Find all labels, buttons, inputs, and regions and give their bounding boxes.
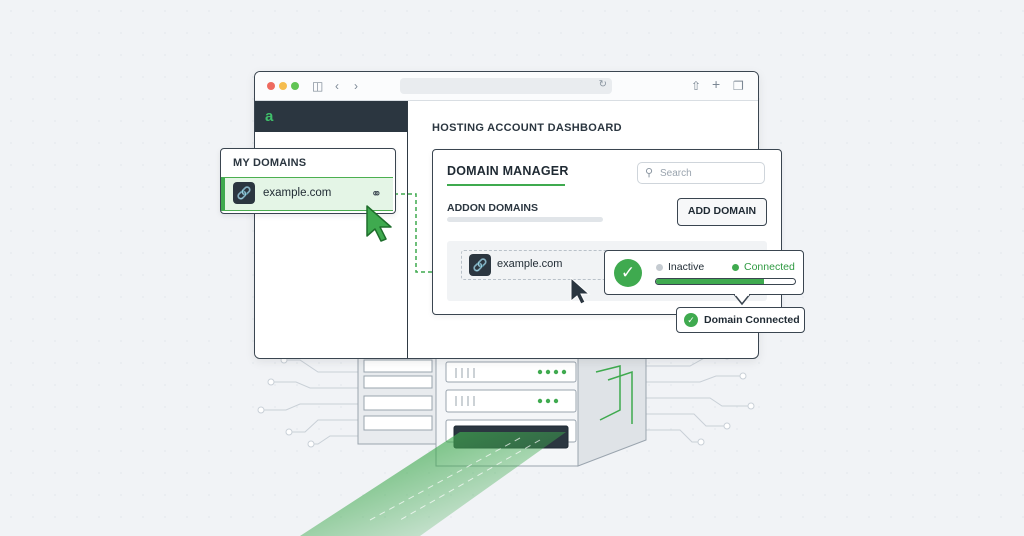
new-tab-plus-icon[interactable]: +: [712, 76, 721, 92]
inactive-label: Inactive: [668, 261, 705, 273]
back-arrow-icon[interactable]: ‹: [335, 79, 339, 93]
connected-label: Connected: [744, 261, 795, 273]
my-domains-title: MY DOMAINS: [233, 157, 307, 169]
search-input[interactable]: ⚲ Search: [637, 162, 765, 184]
share-icon[interactable]: ⇧: [691, 79, 702, 93]
chain-link-icon[interactable]: ⚭: [371, 186, 382, 201]
check-icon: ✓: [684, 313, 698, 327]
reload-icon[interactable]: ↻: [598, 79, 607, 90]
search-placeholder: Search: [660, 168, 692, 179]
title-underline: [447, 184, 565, 186]
check-circle-icon: ✓: [614, 259, 642, 287]
progress-fill: [656, 279, 765, 284]
domain-connected-badge: ✓ Domain Connected: [676, 307, 805, 333]
forward-arrow-icon[interactable]: ›: [354, 79, 358, 93]
add-domain-button[interactable]: ADD DOMAIN: [677, 198, 767, 226]
link-icon: 🔗: [469, 254, 491, 276]
maximize-dot-icon[interactable]: [291, 82, 299, 90]
sidebar-header: a: [255, 101, 407, 132]
tabs-overview-icon[interactable]: ❐: [733, 79, 744, 93]
inactive-dot-icon: [656, 264, 663, 271]
connection-progress-bar: [655, 278, 796, 285]
browser-titlebar: ◫ ‹ › ↻ ⇧ + ❐: [255, 72, 758, 101]
addon-domains-title: ADDON DOMAINS: [447, 202, 538, 214]
page-title: HOSTING ACCOUNT DASHBOARD: [432, 122, 622, 134]
badge-label: Domain Connected: [704, 314, 800, 326]
minimize-dot-icon[interactable]: [279, 82, 287, 90]
search-icon: ⚲: [645, 167, 654, 179]
beam-dashes: [369, 437, 541, 521]
addon-skeleton-bar: [447, 217, 603, 222]
domain-list-item[interactable]: 🔗 example.com ⚭: [221, 177, 393, 211]
green-cursor-icon: [366, 205, 392, 242]
data-beam: [300, 432, 566, 536]
connection-status-popup: ✓ Inactive Connected: [604, 250, 804, 295]
my-domains-card: MY DOMAINS 🔗 example.com ⚭: [220, 148, 396, 214]
brand-logo-icon: a: [265, 108, 274, 125]
circuit-lines-left: [262, 359, 358, 445]
circuit-lines-right: [646, 355, 750, 443]
domain-label: example.com: [263, 187, 332, 199]
close-dot-icon[interactable]: [267, 82, 275, 90]
mouse-cursor-icon: [570, 276, 591, 305]
domain-manager-title: DOMAIN MANAGER: [447, 164, 569, 178]
link-icon: 🔗: [233, 182, 255, 204]
addon-domain-label: example.com: [497, 258, 563, 270]
address-bar[interactable]: ↻: [400, 78, 612, 94]
connected-dot-icon: [732, 264, 739, 271]
popup-pointer: [733, 294, 751, 306]
dashboard-sidebar: a: [255, 101, 408, 358]
circuit-nodes-left: [257, 356, 315, 448]
sidebar-toggle-icon[interactable]: ◫: [312, 79, 324, 93]
